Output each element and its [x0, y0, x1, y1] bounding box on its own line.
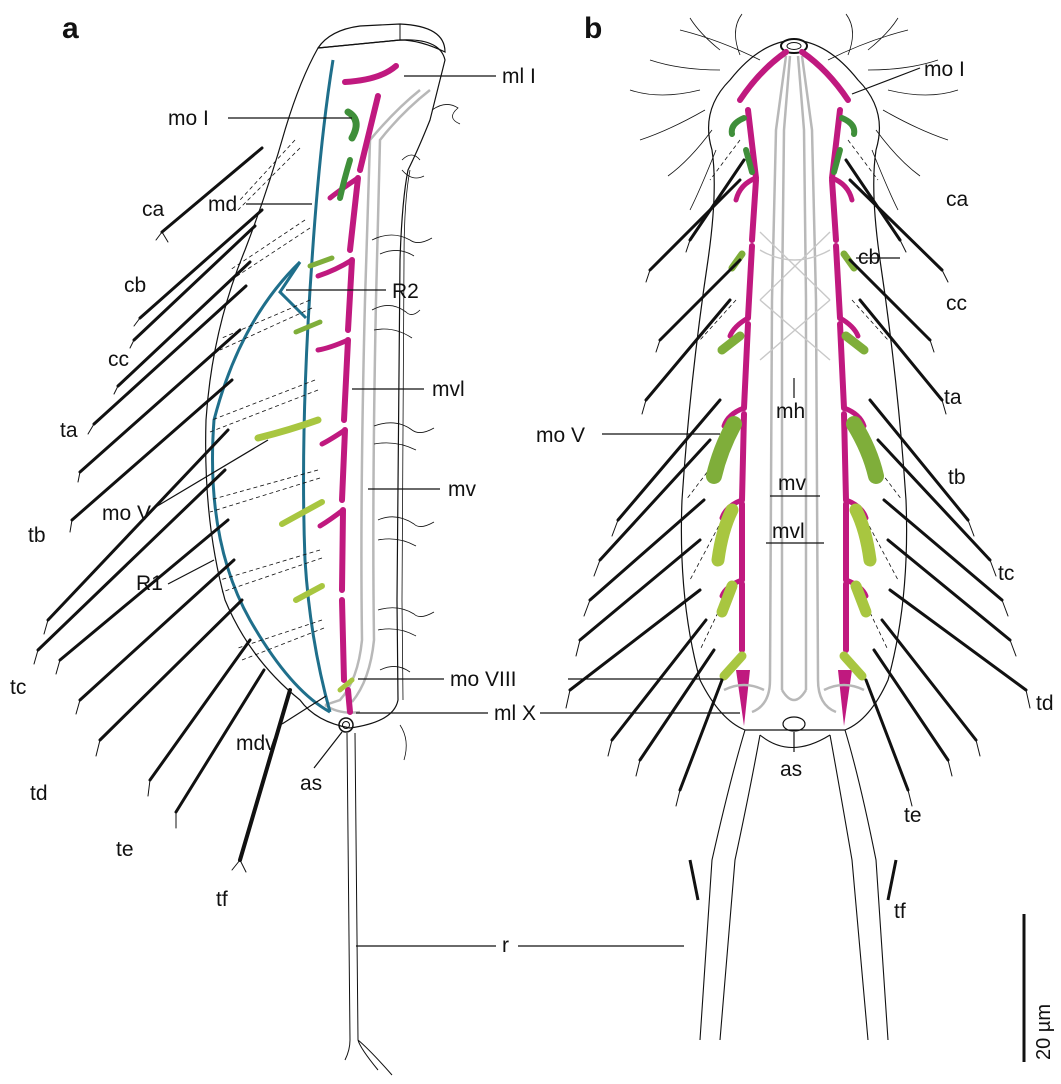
- panel-b-longitudinal-muscles: [740, 52, 848, 650]
- panel-a-dorsal-muscles: [213, 60, 334, 712]
- a-label-md: md: [208, 193, 237, 216]
- panel-b-tail-spines: [690, 860, 896, 900]
- a-label-tc: tc: [10, 676, 26, 699]
- label-r: r: [502, 934, 509, 957]
- b-label-as: as: [780, 758, 802, 781]
- b-label-ta: ta: [944, 386, 962, 409]
- scale-bar-label: 20 µm: [1033, 1004, 1055, 1060]
- a-label-as: as: [300, 772, 322, 795]
- panel-a-spines: [34, 148, 290, 872]
- panel-b-letter: b: [584, 12, 602, 45]
- panel-a-letter: a: [62, 12, 79, 45]
- b-label-cc: cc: [946, 292, 967, 315]
- panel-a-sensory-hairs: [372, 104, 460, 760]
- panel-a: a: [10, 12, 684, 1075]
- b-label-tc: tc: [998, 562, 1014, 585]
- a-label-ml-I: ml I: [502, 65, 536, 88]
- b-label-mh: mh: [776, 400, 805, 423]
- b-label-mvl: mvl: [772, 520, 805, 543]
- panel-b-cross-muscles: [760, 232, 830, 360]
- a-label-ml-X: ml X: [494, 702, 536, 725]
- a-label-tb: tb: [28, 524, 46, 547]
- a-label-mv: mv: [448, 478, 476, 501]
- a-label-tf: tf: [216, 888, 228, 911]
- a-label-ta: ta: [60, 419, 78, 442]
- panel-a-anus: [339, 718, 353, 732]
- panel-a-cuticle-line: [402, 170, 410, 700]
- a-label-ca: ca: [142, 198, 165, 221]
- panel-a-labels: ml I mo I md ca cb R2 cc mvl ta mv mo V …: [10, 65, 684, 957]
- b-label-td: td: [1036, 692, 1054, 715]
- a-label-te: te: [116, 838, 134, 861]
- a-label-mdv: mdv: [236, 732, 276, 755]
- panel-a-rod: [345, 733, 392, 1075]
- panel-b-labels: mo I ca cb cc mh ta mo V mv tb mvl tc td…: [536, 58, 1054, 923]
- a-label-mo-V: mo V: [102, 502, 151, 525]
- a-label-mo-VIII: mo VIII: [450, 668, 517, 691]
- b-label-mv: mv: [778, 472, 806, 495]
- panel-a-body-outline: [206, 40, 445, 728]
- a-label-mvl: mvl: [432, 378, 465, 401]
- b-label-tf: tf: [894, 900, 906, 923]
- b-label-te: te: [904, 804, 922, 827]
- b-label-ca: ca: [946, 188, 969, 211]
- b-label-mo-V: mo V: [536, 424, 585, 447]
- b-label-mo-I: mo I: [924, 58, 965, 81]
- a-label-R1: R1: [136, 572, 163, 595]
- a-label-R2: R2: [392, 280, 419, 303]
- a-label-mo-I: mo I: [168, 107, 209, 130]
- scale-bar: 20 µm: [1024, 914, 1055, 1062]
- a-label-cc: cc: [108, 348, 129, 371]
- panel-b: b: [536, 12, 1054, 1040]
- b-label-cb: cb: [858, 246, 880, 269]
- b-label-tb: tb: [948, 466, 966, 489]
- a-label-cb: cb: [124, 274, 146, 297]
- panel-a-head: [318, 24, 445, 52]
- a-label-td: td: [30, 782, 48, 805]
- panel-b-anus: [783, 717, 805, 731]
